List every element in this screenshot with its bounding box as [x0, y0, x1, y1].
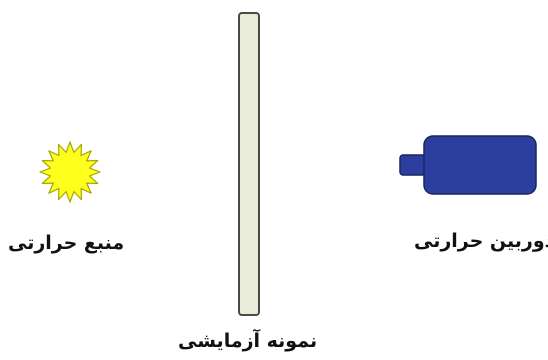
heat-source-sun-icon — [40, 142, 100, 202]
heat-source-label: منبع حرارتی — [8, 232, 124, 254]
test-sample-label: نمونه آزمایشی — [178, 330, 317, 352]
thermal-camera-icon — [400, 136, 536, 194]
camera-body — [424, 136, 536, 194]
test-sample-plate — [239, 13, 259, 315]
sun-icon — [40, 142, 100, 202]
thermal-camera-label: دوربین حرارتی — [414, 230, 548, 252]
